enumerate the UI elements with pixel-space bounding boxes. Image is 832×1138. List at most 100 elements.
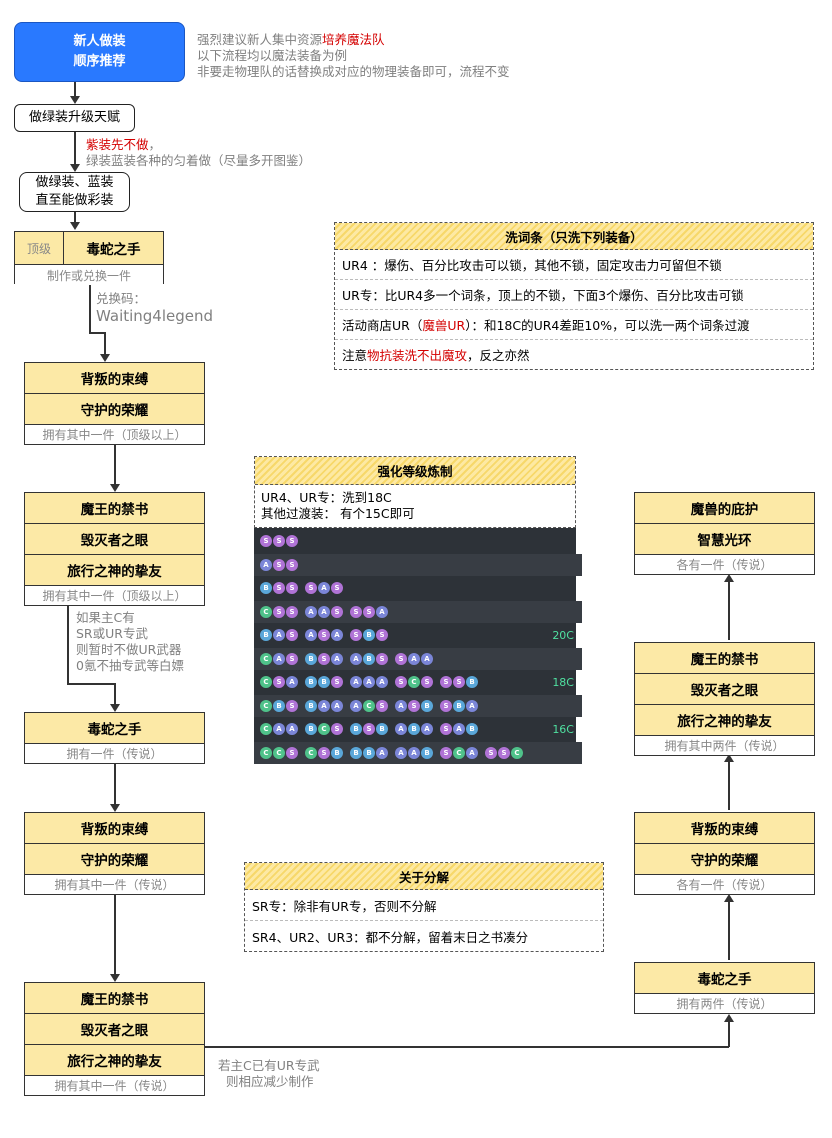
gem-icon: A bbox=[350, 676, 362, 688]
connector bbox=[67, 683, 115, 685]
connector bbox=[89, 332, 105, 334]
gem-icon: S bbox=[331, 676, 343, 688]
gem-icon: A bbox=[350, 699, 362, 712]
gem-icon: C bbox=[260, 723, 272, 735]
redeem-note: 兑换码： Waiting4legend bbox=[96, 291, 213, 326]
connector bbox=[74, 82, 76, 102]
card-footer: 拥有其中一件（顶级以上） bbox=[25, 425, 204, 444]
card-row: 旅行之神的挚友 bbox=[635, 705, 814, 736]
note-line: 则暂时不做UR武器 bbox=[76, 642, 182, 657]
gem-icon: A bbox=[305, 629, 317, 641]
gem-icon: S bbox=[421, 676, 433, 688]
step-upgrade-talent-label: 做绿装升级天赋 bbox=[28, 110, 120, 125]
gem-icon: S bbox=[273, 605, 285, 618]
card-row: 魔王的禁书 bbox=[635, 643, 814, 674]
gem-icon: B bbox=[466, 676, 478, 688]
gem-icon: A bbox=[395, 723, 407, 735]
arrow-down-icon bbox=[110, 704, 120, 712]
card-footer: 拥有两件（传说） bbox=[635, 994, 814, 1013]
card-footer: 拥有其中一件（顶级以上） bbox=[25, 586, 204, 605]
gem-icon: S bbox=[376, 652, 388, 665]
decompose-title: 关于分解 bbox=[245, 863, 603, 890]
connector bbox=[728, 1022, 730, 1047]
gem-icon: A bbox=[376, 746, 388, 759]
card-row: 守护的荣耀 bbox=[635, 844, 814, 875]
card-row: 魔王的禁书 bbox=[25, 493, 204, 524]
step1-note-line2: 绿装蓝装各种的匀着做（尽量多开图鉴） bbox=[86, 153, 312, 168]
gem-icon: S bbox=[498, 746, 510, 759]
connector bbox=[104, 332, 106, 356]
card-row: 旅行之神的挚友 bbox=[25, 555, 204, 586]
gem-icon: S bbox=[376, 629, 388, 641]
top-item-tag: 顶级 bbox=[15, 232, 64, 264]
decompose-row2: SR4、UR2、UR3：都不分解，留着末日之书凑分 bbox=[252, 929, 529, 945]
note-line: 0氪不抽专武等白嫖 bbox=[76, 658, 184, 673]
note-line: SR或UR专武 bbox=[76, 626, 148, 641]
card-footer: 拥有其中一件（传说） bbox=[25, 1076, 204, 1095]
gem-icon: S bbox=[453, 676, 465, 688]
gem-icon: S bbox=[286, 652, 298, 665]
gem-icon: S bbox=[318, 652, 330, 665]
gem-icon: S bbox=[395, 652, 407, 665]
bottom-note-line1: 若主C已有UR专武 bbox=[218, 1058, 320, 1073]
gem-icon: B bbox=[421, 746, 433, 759]
gem-icon: S bbox=[376, 699, 388, 712]
gem-icon: B bbox=[273, 699, 285, 712]
wash-panel: 洗词条（只洗下列装备） UR4 ：爆伤、百分比攻击可以锁，其他不锁，固定攻击力可… bbox=[334, 222, 814, 370]
gem-icon: C bbox=[260, 746, 272, 759]
right-card-3: 魔王的禁书 毁灭者之眼 旅行之神的挚友 拥有其中两件（传说） bbox=[634, 642, 815, 756]
gem-icon: B bbox=[350, 746, 362, 759]
gem-icon: A bbox=[318, 582, 330, 594]
gem-icon: A bbox=[286, 723, 298, 735]
wash-row4-red: 物抗装洗不出魔攻 bbox=[367, 348, 468, 363]
gem-icon: B bbox=[305, 723, 317, 735]
connector bbox=[728, 762, 730, 810]
card-row: 毒蛇之手 bbox=[25, 713, 204, 744]
top-item-footer: 制作或兑换一件 bbox=[15, 265, 163, 285]
wash-row3-suffix: ）：和18C的UR4差距10%，可以洗一两个词条过渡 bbox=[465, 318, 750, 333]
gem-icon: S bbox=[286, 629, 298, 641]
note-line: 如果主C有 bbox=[76, 610, 135, 625]
intro-note: 强烈建议新人集中资源培养魔法队 以下流程均以魔法装备为例 非要走物理队的话替换成… bbox=[197, 32, 577, 80]
enhance-level-label: 18C bbox=[552, 675, 574, 689]
gem-icon: S bbox=[350, 605, 362, 618]
gem-icon: A bbox=[408, 652, 420, 665]
arrow-down-icon bbox=[110, 484, 120, 492]
gem-icon: A bbox=[331, 629, 343, 641]
card-row: 守护的荣耀 bbox=[25, 394, 204, 425]
gem-icon: A bbox=[273, 652, 285, 665]
card-footer: 拥有其中两件（传说） bbox=[635, 736, 814, 755]
bottom-note: 若主C已有UR专武 则相应减少制作 bbox=[218, 1058, 358, 1090]
step2-line2: 直至能做彩装 bbox=[35, 193, 114, 208]
gem-icon: B bbox=[260, 582, 272, 594]
left-card-1: 背叛的束缚 守护的荣耀 拥有其中一件（顶级以上） bbox=[24, 362, 205, 445]
card-row: 毒蛇之手 bbox=[635, 963, 814, 994]
card-footer: 各有一件（传说） bbox=[635, 875, 814, 894]
redeem-label: 兑换码： bbox=[96, 291, 147, 306]
arrow-down-icon bbox=[100, 354, 110, 362]
card-row: 背叛的束缚 bbox=[25, 363, 204, 394]
card-footer: 各有一件（传说） bbox=[635, 555, 814, 574]
gem-icon: B bbox=[363, 652, 375, 665]
decompose-panel: 关于分解 SR专：除非有UR专，否则不分解 SR4、UR2、UR3：都不分解，留… bbox=[244, 862, 604, 952]
card-row: 背叛的束缚 bbox=[635, 813, 814, 844]
right-card-1: 毒蛇之手 拥有两件（传说） bbox=[634, 962, 815, 1014]
wash-row-ur-exclusive: UR专：比UR4多一个词条，顶上的不锁，下面3个爆伤、百分比攻击可锁 bbox=[335, 280, 813, 310]
gem-icon: C bbox=[453, 746, 465, 759]
gem-icon: B bbox=[363, 746, 375, 759]
gem-icon: B bbox=[421, 699, 433, 712]
enhance-line2: 其他过渡装： 有个15C即可 bbox=[261, 506, 415, 521]
gem-icon: A bbox=[395, 699, 407, 712]
arrow-up-icon bbox=[724, 1014, 734, 1022]
arrow-down-icon bbox=[110, 974, 120, 982]
enhance-title: 强化等级炼制 bbox=[255, 457, 575, 485]
gem-icon: C bbox=[363, 699, 375, 712]
gem-icon: S bbox=[273, 582, 285, 594]
gem-icon: S bbox=[485, 746, 497, 759]
